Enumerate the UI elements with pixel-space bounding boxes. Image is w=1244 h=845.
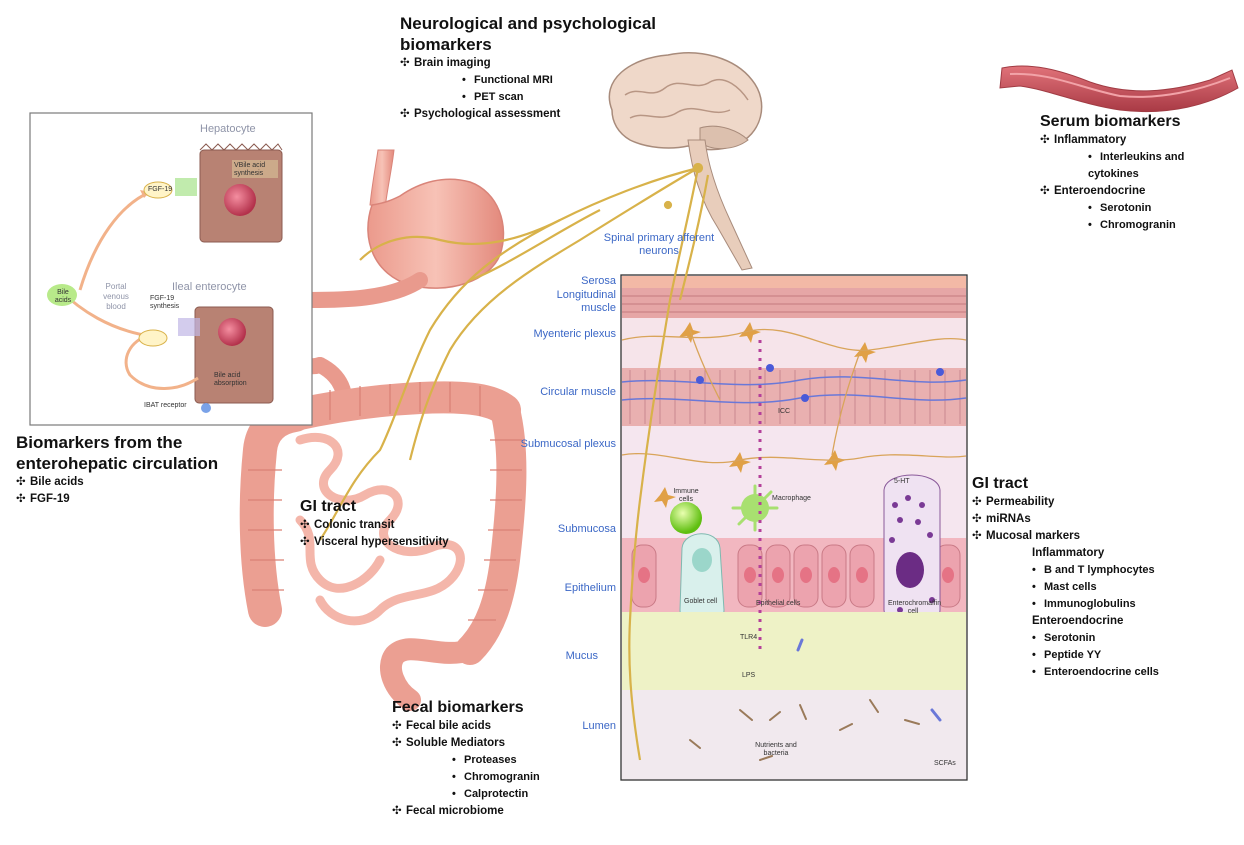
layer-label-submucosal-plexus: Submucosal plexus bbox=[520, 438, 616, 451]
entero-item-fgf19: ✣FGF-19 bbox=[16, 491, 296, 508]
cell-label-lps: LPS bbox=[742, 672, 755, 680]
layer-label-submucosa: Submucosa bbox=[520, 523, 616, 536]
neuro-biomarkers-panel: Neurological and psychological biomarker… bbox=[400, 13, 700, 123]
neuro-item-psych: ✣Psychological assessment bbox=[400, 106, 700, 123]
cell-label-goblet: Goblet cell bbox=[684, 598, 717, 606]
gi-right-permeability: ✣Permeability bbox=[972, 494, 1232, 511]
layer-label-epithelium: Epithelium bbox=[520, 582, 616, 595]
inset-ileal-label: Ileal enterocyte bbox=[172, 282, 247, 292]
serum-item-enteroendocrine: ✣Enteroendocrine bbox=[1040, 183, 1240, 200]
gi-right-mucosal: ✣Mucosal markers bbox=[972, 528, 1232, 545]
inset-fgf19-synth-label: FGF-19 synthesis bbox=[150, 295, 190, 311]
neuro-title: Neurological and psychological biomarker… bbox=[400, 13, 670, 55]
gi-right-inflam-item: Mast cells bbox=[972, 579, 1232, 596]
cell-label-ee: Enterochromaffin cell bbox=[888, 600, 938, 616]
gi-right-mirnas: ✣miRNAs bbox=[972, 511, 1232, 528]
cross-bullet-icon: ✣ bbox=[400, 55, 414, 72]
cross-bullet-icon: ✣ bbox=[16, 474, 30, 491]
inset-ibat-label: IBAT receptor bbox=[144, 402, 187, 410]
cell-label-icc: ICC bbox=[778, 408, 790, 416]
cross-bullet-icon: ✣ bbox=[1040, 132, 1054, 149]
gi-right-inflam-item: B and T lymphocytes bbox=[972, 562, 1232, 579]
gi-right-inflammatory-label: Inflammatory bbox=[972, 545, 1232, 562]
neuro-sub-pet-scan: PET scan bbox=[400, 89, 700, 106]
cross-bullet-icon: ✣ bbox=[392, 718, 406, 735]
cell-label-scfa: SCFAs bbox=[934, 760, 956, 768]
serum-sub-chromogranin: Chromogranin bbox=[1040, 217, 1240, 234]
cell-label-tlr4: TLR4 bbox=[740, 634, 757, 642]
spinal-afferent-label: Spinal primary afferent neurons bbox=[600, 232, 718, 258]
cell-label-immune: Immune cells bbox=[666, 488, 706, 504]
inset-bile-acids-label: Bile acids bbox=[50, 289, 76, 305]
gi-right-inflam-item: Immunoglobulins bbox=[972, 596, 1232, 613]
serum-biomarkers-panel: Serum biomarkers ✣Inflammatory Interleuk… bbox=[1040, 112, 1240, 234]
inset-fgf19-label: FGF-19 bbox=[148, 186, 172, 194]
serum-title: Serum biomarkers bbox=[1040, 112, 1240, 132]
gi-right-ee-item: Serotonin bbox=[972, 630, 1232, 647]
gi-left-visceral: ✣Visceral hypersensitivity bbox=[300, 534, 520, 551]
layer-label-longitudinal: Longitudinal muscle bbox=[520, 289, 616, 315]
layer-label-lumen: Lumen bbox=[520, 720, 616, 733]
layer-label-mucus: Mucus bbox=[520, 650, 598, 663]
gi-tract-right-panel: GI tract ✣Permeability ✣miRNAs ✣Mucosal … bbox=[972, 474, 1232, 681]
neuro-item-brain-imaging: ✣Brain imaging bbox=[400, 55, 700, 72]
serum-sub-serotonin: Serotonin bbox=[1040, 200, 1240, 217]
fecal-item-soluble: ✣Soluble Mediators bbox=[392, 735, 622, 752]
inset-synthesis-label: VBile acid synthesis bbox=[234, 162, 274, 178]
cell-label-macrophage: Macrophage bbox=[772, 495, 811, 503]
inset-absorption-label: Bile acid absorption bbox=[214, 372, 264, 388]
gi-left-colonic-transit: ✣Colonic transit bbox=[300, 517, 520, 534]
cross-bullet-icon: ✣ bbox=[392, 803, 406, 820]
fecal-item-microbiome: ✣Fecal microbiome bbox=[392, 803, 622, 820]
cross-bullet-icon: ✣ bbox=[392, 735, 406, 752]
inset-portal-label: Portal venous blood bbox=[96, 282, 136, 312]
fecal-sub-chromogranin: Chromogranin bbox=[392, 769, 622, 786]
cell-label-epithelial: Epithelial cells bbox=[756, 600, 800, 608]
cross-bullet-icon: ✣ bbox=[972, 511, 986, 528]
gi-left-title: GI tract bbox=[300, 497, 520, 517]
cell-label-5ht: 5-HT bbox=[894, 478, 910, 486]
fecal-sub-calprotectin: Calprotectin bbox=[392, 786, 622, 803]
layer-label-circular: Circular muscle bbox=[540, 386, 616, 399]
enterohepatic-inset bbox=[30, 113, 312, 425]
cross-bullet-icon: ✣ bbox=[400, 106, 414, 123]
inset-hepatocyte-label: Hepatocyte bbox=[200, 124, 256, 134]
enterohepatic-panel: Biomarkers from the enterohepatic circul… bbox=[16, 432, 296, 508]
cross-bullet-icon: ✣ bbox=[300, 517, 314, 534]
cross-bullet-icon: ✣ bbox=[16, 491, 30, 508]
neuro-sub-functional-mri: Functional MRI bbox=[400, 72, 700, 89]
cross-bullet-icon: ✣ bbox=[1040, 183, 1054, 200]
fecal-sub-proteases: Proteases bbox=[392, 752, 622, 769]
entero-title: Biomarkers from the enterohepatic circul… bbox=[16, 432, 281, 474]
fecal-title: Fecal biomarkers bbox=[392, 698, 622, 718]
layer-label-myenteric: Myenteric plexus bbox=[530, 328, 616, 341]
gi-tract-left-panel: GI tract ✣Colonic transit ✣Visceral hype… bbox=[300, 497, 520, 551]
entero-item-bile-acids: ✣Bile acids bbox=[16, 474, 296, 491]
gi-right-ee-item: Enteroendocrine cells bbox=[972, 664, 1232, 681]
cross-bullet-icon: ✣ bbox=[972, 494, 986, 511]
gi-right-enteroendocrine-label: Enteroendocrine bbox=[972, 613, 1232, 630]
fecal-biomarkers-panel: Fecal biomarkers ✣Fecal bile acids ✣Solu… bbox=[392, 698, 622, 820]
serum-sub-interleukins: Interleukins and cytokines bbox=[1040, 149, 1228, 183]
layer-label-serosa: Serosa bbox=[540, 275, 616, 288]
blood-vessel-illustration bbox=[1000, 66, 1238, 112]
cell-label-nutrients: Nutrients and bacteria bbox=[754, 742, 798, 758]
cross-bullet-icon: ✣ bbox=[300, 534, 314, 551]
gi-right-ee-item: Peptide YY bbox=[972, 647, 1232, 664]
serum-item-inflammatory: ✣Inflammatory bbox=[1040, 132, 1240, 149]
cross-bullet-icon: ✣ bbox=[972, 528, 986, 545]
gi-right-title: GI tract bbox=[972, 474, 1232, 494]
gut-wall-section bbox=[621, 275, 967, 780]
